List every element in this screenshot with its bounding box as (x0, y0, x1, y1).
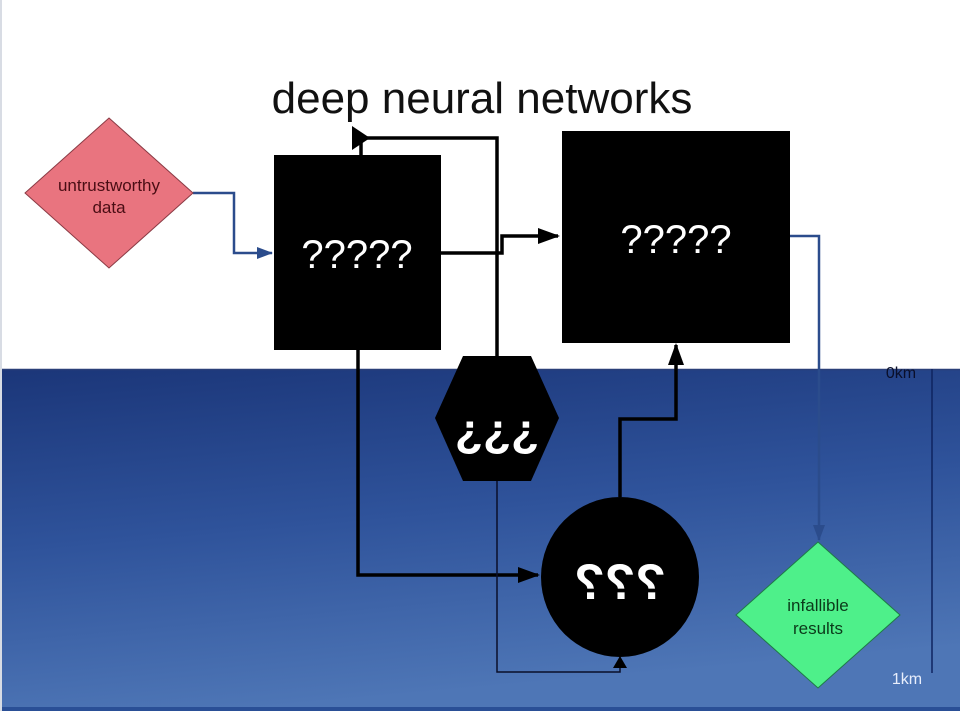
input-diamond-shape (24, 117, 194, 269)
depth-scale: 0km 1km (886, 365, 933, 688)
input-label-line2: data (92, 198, 126, 217)
arrow-input-to-box1 (193, 191, 273, 259)
depth-label-bottom: 1km (892, 671, 922, 688)
arrow-hexagon-to-circle (496, 478, 627, 673)
output-label-line1: infallible (787, 596, 848, 615)
arrow-circle-to-box2 (618, 343, 684, 497)
circle-shape (541, 497, 699, 657)
arrow-box1-to-circle (356, 350, 540, 583)
arrow-hexagon-loop-to-box1 (359, 136, 499, 360)
black-box-2: ????? (562, 131, 790, 343)
bottom-edge (0, 707, 960, 711)
arrow-box1-to-box2 (441, 228, 560, 255)
box2-label: ????? (620, 218, 731, 262)
output-diamond-shape (735, 541, 901, 689)
output-node: infallible results (735, 541, 901, 689)
input-label-line1: untrustworthy (58, 176, 161, 195)
frame-edge (0, 0, 2, 711)
hexagon-node: ¿¿¿ (435, 356, 559, 481)
loop-arrowhead (352, 126, 370, 150)
box2-shape (562, 131, 790, 343)
box1-label: ????? (301, 233, 412, 277)
hexagon-label: ¿¿¿ (455, 404, 539, 456)
input-node: untrustworthy data (24, 117, 194, 269)
diagram-title: deep neural networks (272, 74, 693, 123)
box1-shape (274, 155, 441, 350)
arrow-box2-to-output (790, 234, 825, 541)
circle-label: ??? (574, 554, 666, 610)
circle-node: ??? (541, 497, 699, 657)
hexagon-shape (435, 356, 559, 481)
output-label-line2: results (793, 619, 843, 638)
black-box-1: ????? (274, 155, 441, 350)
depth-label-top: 0km (886, 365, 916, 382)
